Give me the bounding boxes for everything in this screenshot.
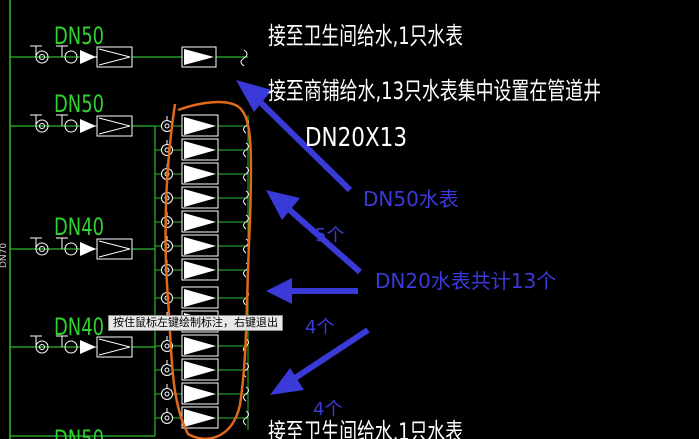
annotation-count-4a: 4个 <box>305 317 334 338</box>
dn20-meter-row <box>155 406 249 429</box>
arrow-upper-bank <box>282 202 362 275</box>
cursor-tooltip: 按住鼠标左键绘制标注，右键退出 <box>108 315 283 331</box>
note-shop-supply: 接至商铺给水,13只水表集中设置在管道井 <box>268 77 601 105</box>
dn20-meter-row <box>155 210 249 233</box>
dn50-water-meter <box>181 46 248 68</box>
dn20-meter-bank <box>155 114 249 429</box>
pipe-label-dn50-c: DN50 <box>54 425 104 439</box>
pipe-label-dn40-a: DN40 <box>54 213 104 241</box>
valve-group-4 <box>30 335 133 358</box>
dn20-meter-row <box>155 358 249 381</box>
note-toilet-supply-top: 接至卫生间给水,1只水表 <box>268 22 463 50</box>
pipe-label-dn50-a: DN50 <box>54 22 104 50</box>
pipe-label-dn50-b: DN50 <box>54 90 104 118</box>
orange-markup-loop <box>164 100 253 439</box>
dn20-meter-row <box>155 114 249 137</box>
note-toilet-supply-bottom: 接至卫生间给水,1只水表 <box>268 418 463 439</box>
dn20-meter-row <box>155 334 249 357</box>
note-dn20x13: DN20X13 <box>305 123 407 153</box>
valve-group-1 <box>30 45 133 68</box>
valve-group-2 <box>30 114 133 137</box>
annotation-count-5: 5个 <box>315 225 344 246</box>
annotation-arrows <box>236 80 370 395</box>
dn20-meter-row <box>155 186 249 209</box>
riser-label: DN70 <box>0 243 9 268</box>
annotation-dn20-total: DN20水表共计13个 <box>375 269 556 293</box>
dn20-meter-row <box>155 258 249 281</box>
arrow-to-dn50-meter <box>252 94 353 193</box>
valve-group-3 <box>30 237 133 260</box>
dn20-meter-row <box>155 234 249 257</box>
annotation-count-4b: 4个 <box>313 399 342 420</box>
arrow-lower-bank <box>290 327 370 383</box>
dn20-meter-row <box>155 162 249 185</box>
dn20-meter-row <box>155 382 249 405</box>
annotation-dn50-meter: DN50水表 <box>363 187 459 211</box>
